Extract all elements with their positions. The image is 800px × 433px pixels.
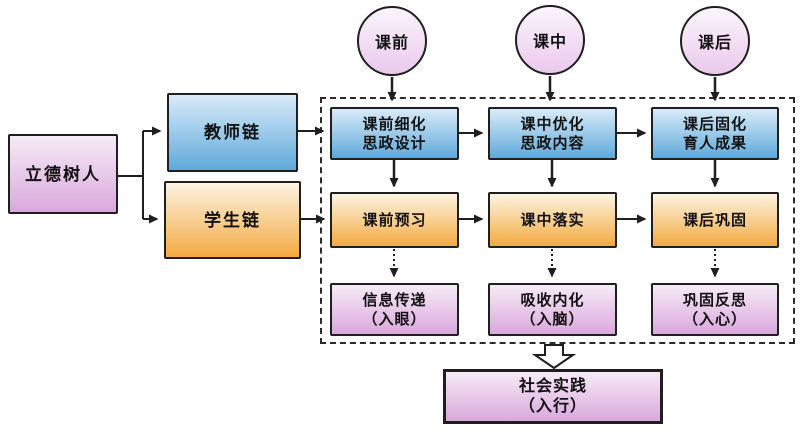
phase-circle-after-class-label: 课后 [697, 35, 732, 52]
teacher-step-2-line1: 课中优化 [520, 115, 585, 133]
practice-node-line2: （入行） [518, 397, 587, 415]
student-chain-node: 学生链 [164, 181, 301, 259]
phase-circle-in-class-label: 课中 [532, 34, 567, 51]
phase-circle-pre-class: 课前 [357, 6, 427, 76]
teacher-step-after-class: 课后固化 育人成果 [651, 107, 779, 160]
outcome-step-eyes: 信息传递 （入眼） [330, 283, 459, 336]
teacher-chain-label: 教师链 [204, 123, 261, 142]
phase-circle-pre-class-label: 课前 [374, 35, 409, 52]
root-branch-line [118, 131, 144, 219]
phase-circle-after-class: 课后 [680, 6, 750, 76]
practice-node: 社会实践 （入行） [443, 369, 663, 424]
teacher-step-3-line2: 育人成果 [682, 134, 747, 152]
outcome-step-brain: 吸收内化 （入脑） [488, 283, 617, 336]
root-node-label: 立德树人 [25, 164, 101, 184]
outcome-step-3-line1: 巩固反思 [682, 291, 747, 309]
outcome-step-3-line2: （入心） [682, 310, 747, 328]
outcome-step-heart: 巩固反思 （入心） [651, 283, 779, 336]
phase-circle-in-class: 课中 [515, 5, 585, 75]
student-step-3-label: 课后巩固 [682, 211, 747, 229]
block-arrow-to-practice [531, 344, 577, 370]
student-step-pre-class: 课前预习 [330, 192, 459, 248]
outcome-step-1-line1: 信息传递 [362, 291, 427, 309]
teacher-step-1-line1: 课前细化 [362, 115, 427, 133]
student-step-in-class: 课中落实 [488, 192, 617, 248]
teacher-step-pre-class: 课前细化 思政设计 [330, 107, 459, 160]
practice-node-line1: 社会实践 [518, 377, 587, 395]
teacher-step-in-class: 课中优化 思政内容 [488, 107, 617, 160]
teacher-step-1-line2: 思政设计 [362, 134, 427, 152]
teacher-step-2-line2: 思政内容 [520, 134, 585, 152]
outcome-step-2-line1: 吸收内化 [520, 291, 585, 309]
outcome-step-2-line2: （入脑） [520, 310, 585, 328]
student-step-1-label: 课前预习 [362, 211, 427, 229]
student-chain-label: 学生链 [204, 210, 261, 230]
teacher-step-3-line1: 课后固化 [682, 115, 747, 133]
student-step-2-label: 课中落实 [520, 211, 585, 229]
outcome-step-1-line2: （入眼） [362, 310, 427, 328]
student-step-after-class: 课后巩固 [651, 192, 779, 248]
teacher-chain-node: 教师链 [167, 93, 298, 172]
root-node: 立德树人 [8, 134, 118, 214]
